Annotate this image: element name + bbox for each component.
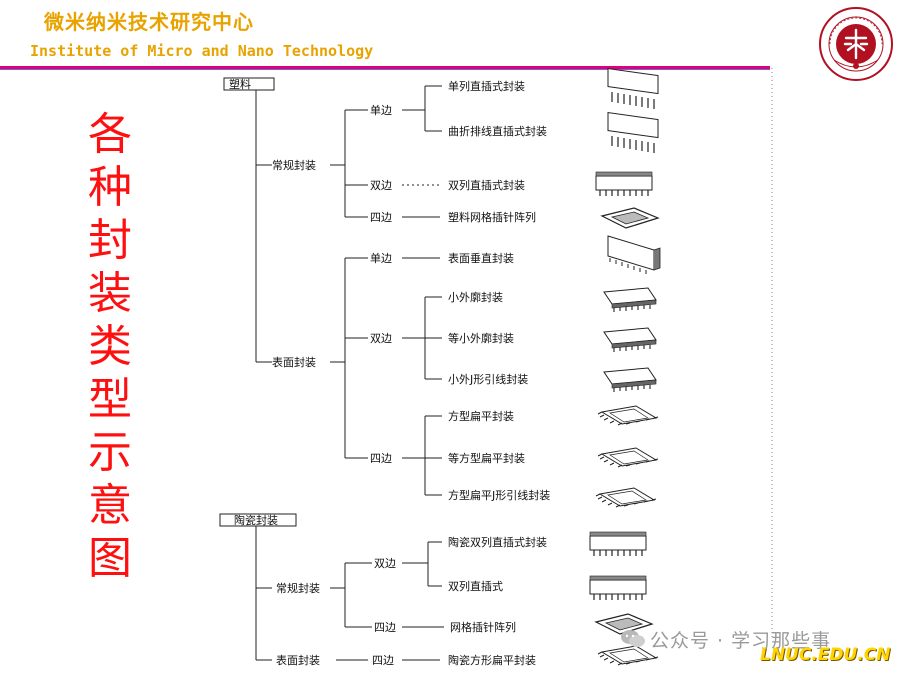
package-illustration-ceramic-dip — [589, 575, 647, 601]
leaf-label: 网格插针阵列 — [450, 620, 516, 634]
vertical-title-char: 型 — [88, 374, 132, 425]
leaf-label: 等方型扁平封装 — [448, 451, 525, 465]
header-rule-blue — [0, 69, 770, 70]
leaf-label: 单列直插式封装 — [448, 79, 525, 93]
node-label: 常规封装 — [272, 158, 316, 172]
package-illustration-qfp — [597, 405, 659, 426]
vertical-title-char: 意 — [88, 480, 132, 531]
package-illustration-zip — [607, 111, 659, 154]
leaf-label: 陶瓷双列直插式封装 — [448, 535, 547, 549]
node-label: 单边 — [370, 252, 392, 265]
watermark-site: LNUC.EDU.CN — [760, 645, 891, 665]
package-illustration-cerdip — [589, 531, 647, 557]
package-illustration-pga — [601, 207, 659, 229]
node-box-ceramic — [219, 513, 297, 527]
header-title-cn: 微米纳米技术研究中心 — [44, 10, 254, 34]
vertical-title-char: 封 — [88, 215, 132, 266]
header-rule-pink — [0, 66, 770, 69]
node-label: 常规封装 — [276, 581, 320, 595]
leaf-label: 小外廓封装 — [448, 290, 503, 304]
header-title-en: Institute of Micro and Nano Technology — [30, 42, 374, 60]
node-label: 塑料 — [229, 77, 251, 91]
node-label: 单边 — [370, 104, 392, 117]
node-label: 四边 — [372, 654, 394, 667]
node-label: 表面封装 — [276, 653, 320, 667]
leaf-label: 曲折排线直插式封装 — [448, 124, 547, 138]
vertical-title: 各 种 封 装 类 型 示 意 图 — [80, 108, 140, 585]
node-label: 双边 — [370, 332, 392, 345]
leaf-label: 双列直插式封装 — [448, 178, 525, 192]
package-illustration-svp — [607, 235, 661, 275]
vertical-title-char: 示 — [88, 427, 132, 478]
package-illustration-tsop — [603, 327, 657, 353]
node-box-plastic — [223, 77, 275, 91]
watermark-text: 公众号 · 学习那些事 — [650, 630, 832, 652]
node-label: 双边 — [374, 557, 396, 570]
leaf-label: 小外J形引线封装 — [448, 372, 528, 386]
vertical-title-char: 装 — [88, 268, 132, 319]
node-label: 四边 — [374, 621, 396, 634]
vertical-title-char: 各 — [88, 109, 132, 160]
leaf-label: 表面垂直封装 — [448, 251, 514, 265]
leaf-label: 双列直插式 — [448, 579, 503, 593]
wechat-icon — [621, 630, 645, 647]
node-label: 四边 — [370, 452, 392, 465]
leaf-label: 方型扁平封装 — [448, 409, 514, 423]
node-label: 陶瓷封装 — [234, 513, 278, 527]
package-illustration-soj — [603, 367, 657, 393]
leaf-label: 等小外廓封装 — [448, 331, 514, 345]
package-illustration-plcc — [595, 487, 657, 508]
vertical-title-char: 种 — [88, 162, 132, 213]
node-label: 表面封装 — [272, 355, 316, 369]
package-illustration-dip — [595, 171, 653, 197]
node-label: 双边 — [370, 179, 392, 192]
university-seal-logo — [819, 7, 893, 81]
package-illustration-sop — [603, 287, 657, 313]
node-label: 四边 — [370, 211, 392, 224]
package-illustration-tqfp — [597, 447, 659, 468]
leaf-label: 塑料网格插针阵列 — [448, 210, 536, 224]
leaf-label: 方型扁平J形引线封装 — [448, 488, 550, 502]
package-illustration-sip — [607, 67, 659, 110]
vertical-title-char: 类 — [88, 321, 132, 372]
vertical-title-char: 图 — [88, 533, 132, 584]
leaf-label: 陶瓷方形扁平封装 — [448, 653, 536, 667]
